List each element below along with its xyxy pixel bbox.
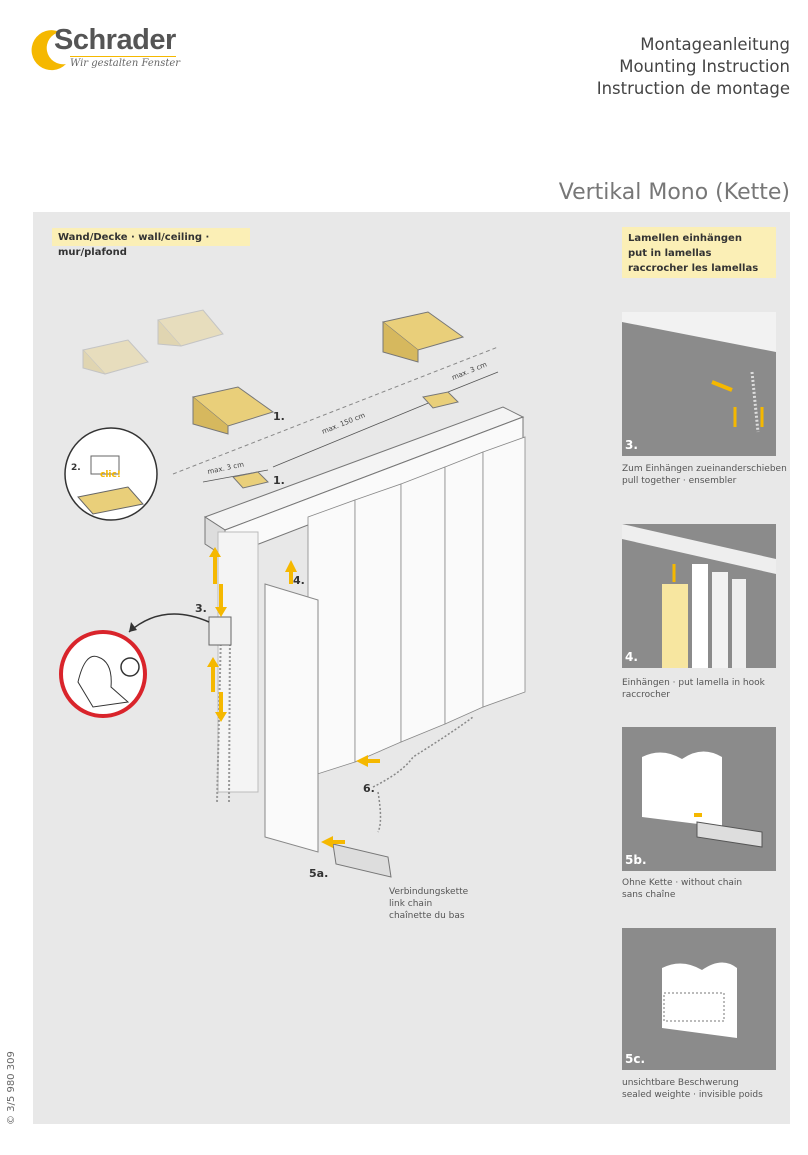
photo-5c-caption-2: sealed weighte · invisible poids xyxy=(622,1090,763,1100)
photo-3-drawing xyxy=(622,312,776,433)
photo-3-caption-1: Zum Einhängen zueinanderschieben xyxy=(622,464,787,474)
lamella-label: Lamellen einhängen put in lamellas raccr… xyxy=(622,227,776,278)
document-code: © 3/5 980 309 xyxy=(6,1051,17,1125)
photo-step-4: 4. xyxy=(622,524,776,668)
arrow-down-2 xyxy=(215,692,227,722)
arrow-up-1 xyxy=(209,547,221,584)
lamella-group xyxy=(307,436,526,778)
step-2: 2. xyxy=(71,463,81,473)
link-chain-en: link chain xyxy=(389,899,432,909)
photo-step-5c: 5c. xyxy=(622,928,776,1070)
brand-logo xyxy=(30,24,190,74)
bracket-faded-1 xyxy=(82,339,149,375)
photo-4-num: 4. xyxy=(625,650,638,664)
bottom-weight xyxy=(332,843,392,878)
dim-max150: max. 150 cm xyxy=(321,411,367,436)
arrows xyxy=(207,547,380,848)
clip-small-2 xyxy=(422,391,459,409)
bracket-middle xyxy=(191,386,275,435)
window-backdrop xyxy=(217,531,259,793)
detail-circle-child-safety xyxy=(59,630,147,718)
photo-5c-drawing xyxy=(662,962,737,1038)
bracket-faded-2 xyxy=(157,309,224,347)
headrail xyxy=(203,406,525,558)
step-4: 4. xyxy=(293,574,305,587)
step-6: 6. xyxy=(363,782,375,795)
arrow-up-2 xyxy=(207,657,219,692)
dim-line-max3b xyxy=(447,371,499,393)
step-2-clic: clic! xyxy=(100,470,121,480)
curved-arrow-head xyxy=(129,622,137,632)
photo-4-caption-1: Einhängen · put lamella in hook xyxy=(622,678,765,688)
photo-5b-caption: Ohne Kette · without chain sans chaîne xyxy=(622,877,742,901)
arrow-up-3 xyxy=(285,560,297,584)
link-chain-fr: chaînette du bas xyxy=(389,911,465,921)
title-de: Montageanleitung xyxy=(640,35,790,54)
photo-4-caption-2: raccrocher xyxy=(622,690,671,700)
photo-step-3: 3. xyxy=(622,312,776,456)
photo-5c-caption: unsichtbare Beschwerung sealed weighte ·… xyxy=(622,1077,763,1101)
photo-3-num: 3. xyxy=(625,438,638,452)
main-illustration: 1. 1. 2. clic! 3. 4. 5a. 6. max. 3 cm ma… xyxy=(59,309,526,921)
arrow-left-6 xyxy=(356,755,380,767)
photo-5b-caption-1: Ohne Kette · without chain xyxy=(622,878,743,888)
lamella-label-fr: raccrocher les lamellas xyxy=(628,263,759,274)
product-title: Vertikal Mono (Kette) xyxy=(558,180,790,205)
step-5a: 5a. xyxy=(309,867,328,880)
photo-4-drawing xyxy=(622,524,776,668)
loose-lamella xyxy=(264,583,319,853)
photo-5c-num: 5c. xyxy=(625,1052,646,1066)
step-1b: 1. xyxy=(273,474,285,487)
ceiling-dashed-line xyxy=(172,346,499,475)
photo-3-caption-2: pull together · ensembler xyxy=(622,476,737,486)
document-titles: Montageanleitung Mounting Instruction In… xyxy=(597,34,790,100)
clip-small-1 xyxy=(232,471,269,489)
link-chain xyxy=(372,716,474,833)
photo-step-5b: 5b. xyxy=(622,727,776,871)
detail-circle-clic xyxy=(64,427,158,521)
arrow-down-1 xyxy=(215,584,227,617)
tagline-rule xyxy=(70,56,176,57)
step-3: 3. xyxy=(195,602,207,615)
photo-5b-drawing xyxy=(642,751,763,848)
mount-label: Wand/Decke · wall/ceiling · mur/plafond xyxy=(52,228,250,258)
logo-swoosh-icon xyxy=(31,30,66,71)
chain-control-box xyxy=(208,616,232,646)
dim-max3a: max. 3 cm xyxy=(207,460,245,476)
arrow-left-5a xyxy=(321,836,345,848)
brand-name: Schrader xyxy=(54,24,176,56)
photo-5c-caption-1: unsichtbare Beschwerung xyxy=(622,1078,739,1088)
link-chain-de: Verbindungskette xyxy=(389,887,469,897)
title-en: Mounting Instruction xyxy=(619,57,790,76)
photo-5b-num: 5b. xyxy=(625,853,647,867)
photo-3-caption: Zum Einhängen zueinanderschieben pull to… xyxy=(622,463,787,487)
lamella-label-en: put in lamellas xyxy=(628,248,712,259)
photo-5b-caption-2: sans chaîne xyxy=(622,890,676,900)
curved-arrow xyxy=(128,613,210,633)
lamella-label-de: Lamellen einhängen xyxy=(628,233,742,244)
dim-line-max150 xyxy=(272,396,444,468)
photo-4-caption: Einhängen · put lamella in hook raccroch… xyxy=(622,677,765,701)
brand-tagline: Wir gestalten Fenster xyxy=(70,58,181,69)
title-fr: Instruction de montage xyxy=(596,79,790,98)
step-1a: 1. xyxy=(273,410,285,423)
bracket-upper-right xyxy=(381,311,465,363)
